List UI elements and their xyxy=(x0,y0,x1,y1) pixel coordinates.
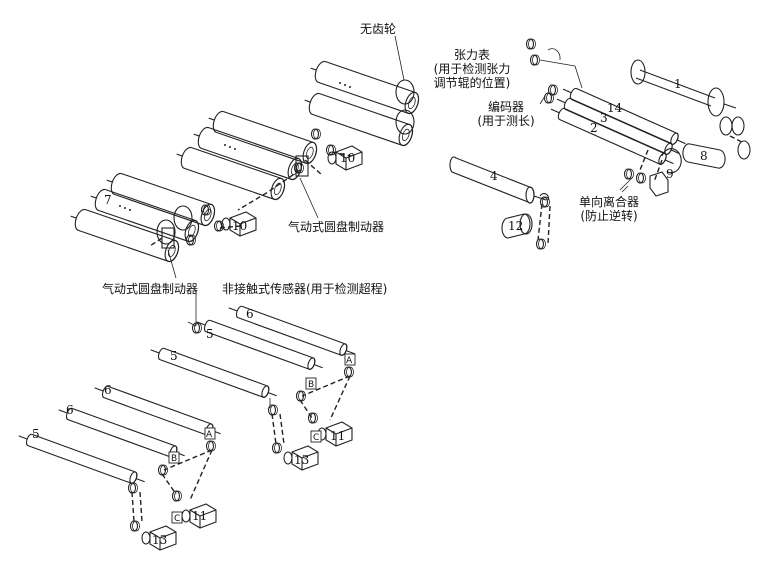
box-c-upper: C xyxy=(313,433,319,443)
encoder-line-2: (用于测长) xyxy=(477,114,535,128)
part-13b: 13 xyxy=(152,533,167,547)
part-11a: 11 xyxy=(330,429,345,443)
tension-meter-line-2: (用于检测张力 xyxy=(433,62,511,76)
box-b-lower: B xyxy=(171,454,177,464)
box-b-upper: B xyxy=(308,380,314,390)
part-4: 4 xyxy=(490,169,498,183)
upper-left-roller-group xyxy=(66,35,422,279)
leader-lines xyxy=(195,95,629,326)
label-tension-meter: 张力表 (用于检测张力 调节辊的位置) xyxy=(424,48,520,90)
part-6b: 6 xyxy=(104,383,112,397)
part-5a: 5 xyxy=(206,327,214,341)
part-3: 3 xyxy=(600,111,608,125)
lower-right-roller-group xyxy=(148,301,358,471)
part-10a: 10 xyxy=(340,151,355,165)
label-no-gear: 无齿轮 xyxy=(360,22,397,36)
one-way-clutch-line-2: (防止逆转) xyxy=(580,209,638,223)
lower-left-roller-group xyxy=(16,381,224,551)
part-6c: 6 xyxy=(66,403,74,417)
upper-right-unwinder-group xyxy=(449,38,751,250)
part-9: 9 xyxy=(666,167,674,181)
part-2: 2 xyxy=(590,121,598,135)
box-a-lower: A xyxy=(206,430,213,440)
label-encoder: 编码器 (用于测长) xyxy=(468,100,544,128)
label-pneumatic-brake-upper: 气动式圆盘制动器 xyxy=(288,220,385,234)
box-c-lower: C xyxy=(174,514,180,524)
label-non-contact-sensor: 非接触式传感器(用于检测超程) xyxy=(222,282,388,296)
part-number-labels: 1 2 3 14 4 8 9 12 7 10 10 6 5 5 6 6 5 11… xyxy=(32,77,708,547)
part-11b: 11 xyxy=(192,509,207,523)
part-6a: 6 xyxy=(246,307,254,321)
encoder-line-1: 编码器 xyxy=(487,100,524,114)
part-12: 12 xyxy=(508,219,523,233)
tension-meter-line-3: 调节辊的位置) xyxy=(433,76,511,90)
part-8: 8 xyxy=(700,149,708,163)
box-letter-labels: A B C A B C xyxy=(171,356,353,524)
part-10b: 10 xyxy=(232,219,247,233)
part-13a: 13 xyxy=(294,453,309,467)
label-pneumatic-brake-lower: 气动式圆盘制动器 xyxy=(102,282,199,296)
part-5c: 5 xyxy=(32,427,40,441)
part-7: 7 xyxy=(104,193,112,207)
part-1: 1 xyxy=(674,77,682,91)
label-one-way-clutch: 单向离合器 (防止逆转) xyxy=(566,195,652,223)
tension-meter-line-1: 张力表 xyxy=(453,48,490,62)
box-a-upper: A xyxy=(346,356,353,366)
part-14: 14 xyxy=(607,101,623,115)
part-5b: 5 xyxy=(170,349,178,363)
one-way-clutch-line-1: 单向离合器 xyxy=(578,195,639,209)
